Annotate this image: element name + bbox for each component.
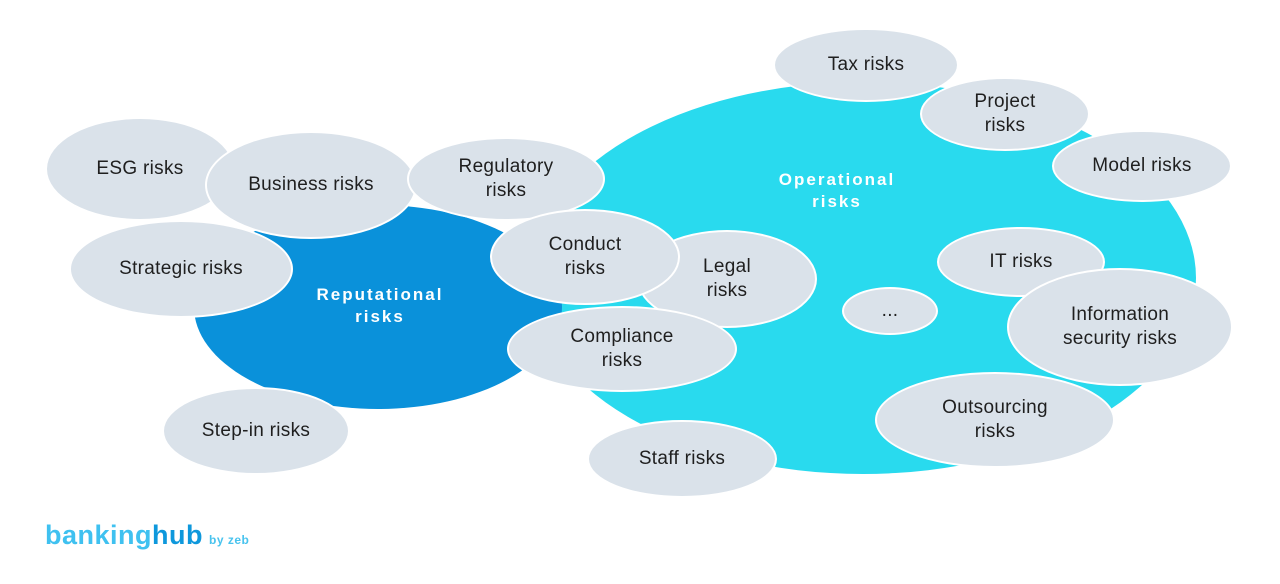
bubble-regulatory-risks: Regulatory risks (407, 137, 605, 221)
bubble-compliance-risks: Compliance risks (507, 306, 737, 392)
bubble-business-risks: Business risks (205, 131, 417, 239)
bubble-model-risks: Model risks (1052, 130, 1232, 202)
bubble-label-line: ESG risks (96, 158, 184, 179)
cluster-label-line: risks (355, 307, 405, 326)
bubble-esg-risks: ESG risks (45, 117, 235, 221)
bubble-step-in-risks: Step-in risks (162, 387, 350, 475)
bubble-label-line: Staff risks (638, 448, 726, 469)
bubble-label-line: Tax risks (827, 54, 905, 75)
bubble-label-line: Regulatory (458, 156, 554, 177)
bubble-label-line: risks (564, 258, 606, 279)
bubble-conduct-risks: Conduct risks (490, 209, 680, 305)
bubble-label-line: Project (974, 91, 1036, 112)
logo-banking: banking (45, 520, 153, 550)
bubble-label-line: Strategic risks (119, 258, 243, 279)
bubble-strategic-risks: Strategic risks (69, 220, 293, 318)
bubble-label-line: Step-in risks (201, 420, 311, 441)
cluster-label-line: Reputational (316, 285, 444, 304)
bubble-staff-risks: Staff risks (587, 420, 777, 498)
bubble-label-line: IT risks (989, 251, 1053, 272)
bubble-information-security-risks: Information security risks (1007, 268, 1233, 386)
bubble-more-risks: ... (842, 287, 938, 335)
bubble-label-line: Compliance (570, 326, 674, 347)
bubble-label-line: Legal (703, 256, 751, 277)
bubble-label-line: Model risks (1092, 155, 1192, 176)
bubble-outsourcing-risks: Outsourcing risks (875, 372, 1115, 468)
bubble-label-line: Business risks (248, 174, 374, 195)
logo-hub: hub (152, 520, 203, 550)
cluster-label-line: risks (812, 192, 862, 211)
bubble-label-line: Outsourcing (942, 397, 1048, 418)
bubble-label-line: security risks (1063, 328, 1177, 349)
bubble-label-line: Information (1070, 304, 1170, 325)
bubble-label-line: risks (984, 115, 1026, 136)
cluster-label-line: Operational (778, 170, 896, 189)
bankinghub-logo[interactable]: banking hub by zeb (45, 520, 249, 551)
bubble-tax-risks: Tax risks (773, 28, 959, 102)
bubble-label-line: risks (601, 350, 643, 371)
bubble-label-line: risks (485, 180, 527, 201)
bubble-project-risks: Project risks (920, 77, 1090, 151)
bubble-label-line: risks (706, 280, 748, 301)
reputational-risks-label: Reputational risks (250, 284, 510, 328)
bubble-label-line: risks (974, 421, 1016, 442)
bubble-label-line: ... (881, 300, 899, 321)
logo-byzeb: by zeb (209, 533, 250, 547)
operational-risks-label: Operational risks (707, 169, 967, 213)
bubble-label-line: Conduct (548, 234, 622, 255)
